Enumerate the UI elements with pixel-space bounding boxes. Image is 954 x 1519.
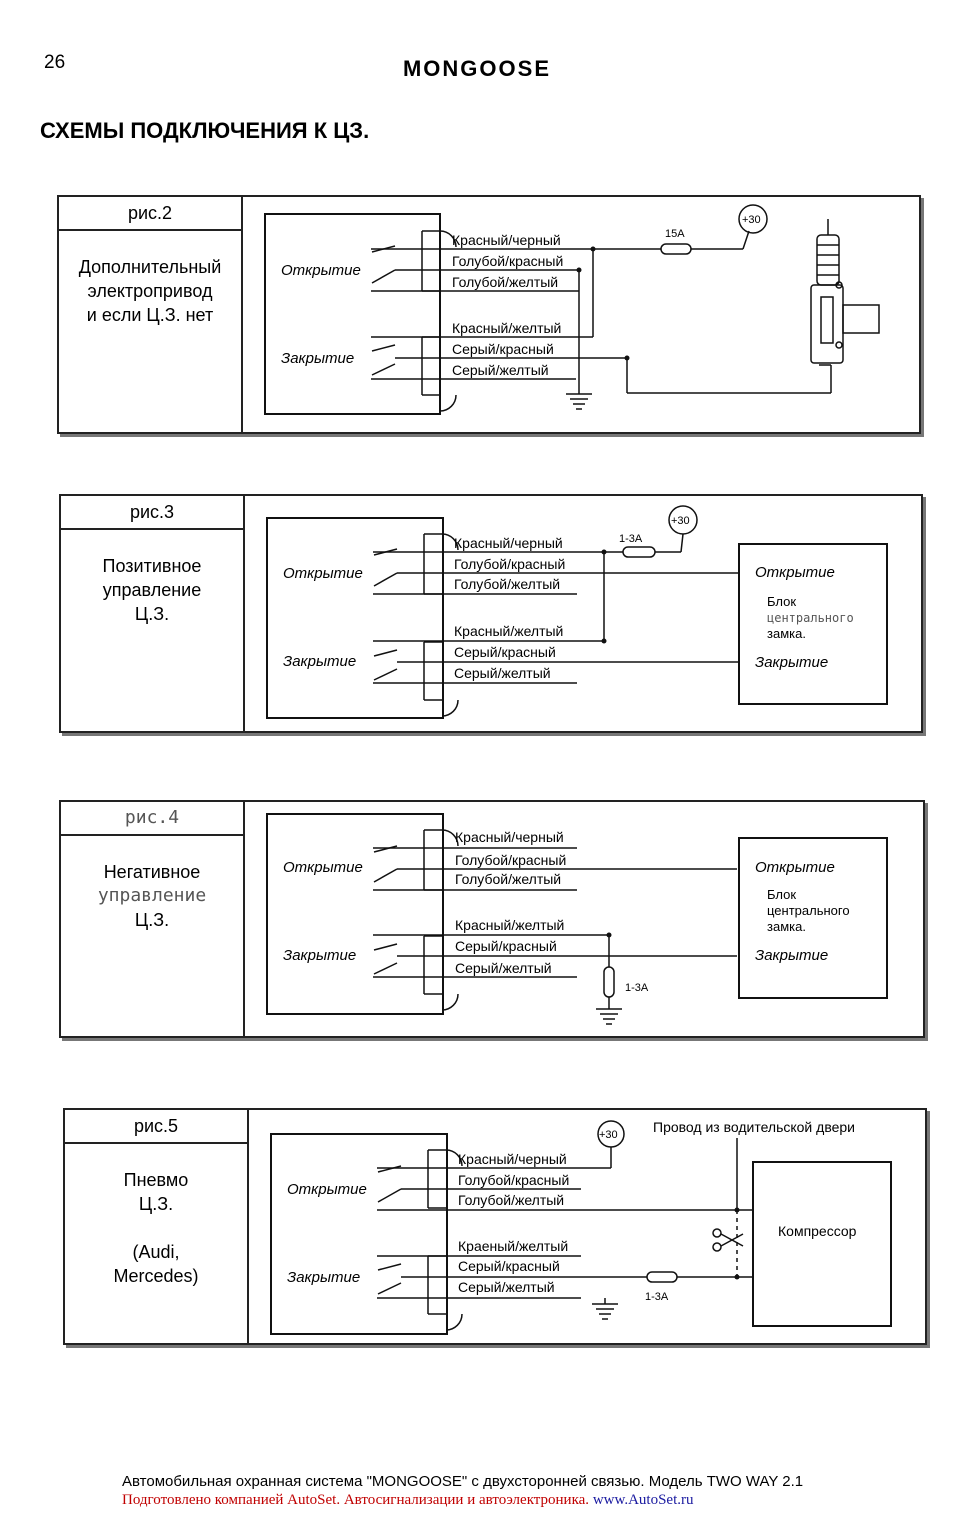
fig2-wire-2: Голубой/желтый (452, 274, 558, 290)
fig3-open-label: Открытие (283, 565, 363, 582)
fig3-panel: рис.3 Позитивное управление Ц.З. (59, 494, 923, 733)
fig2-fuse-label: 15А (665, 228, 685, 240)
fig5-cut-icon (712, 1228, 744, 1252)
footer-credit-line: Подготовлено компанией AutoSet. Автосигн… (122, 1492, 694, 1509)
fig2-label: рис.2 (59, 197, 241, 231)
fig4-lock-block (738, 837, 888, 999)
fig5-door-wire-label: Провод из водительской двери (653, 1119, 855, 1135)
fig5-panel: рис.5 Пневмо Ц.З. (Audi, Mercedes) (63, 1108, 927, 1345)
fig4-desc-line-1: Негативное (103, 862, 201, 882)
fig3-close-label: Закрытие (283, 653, 356, 670)
fig3-block-name-1: Блок (767, 594, 796, 609)
fig3-block-name-3: замка. (767, 626, 806, 641)
fig5-close-label: Закрытие (287, 1269, 360, 1286)
fig5-wire-5: Серый/желтый (458, 1279, 555, 1295)
fig3-block-close: Закрытие (755, 654, 828, 671)
fig4-block-close: Закрытие (755, 947, 828, 964)
fig4-wire-2: Голубой/желтый (455, 871, 561, 887)
fig4-wiring-diagram: Открытие Закрытие Красный/черный Голубой… (266, 813, 888, 1025)
fig4-description: Негативное управление Ц.З. (61, 860, 243, 932)
fig3-block-name-2: центрального (767, 611, 854, 625)
fig4-block-open: Открытие (755, 859, 835, 876)
fig2-close-label: Закрытие (281, 350, 354, 367)
fig5-wire-4: Серый/красный (458, 1258, 560, 1274)
fig5-wiring-diagram: Открытие Закрытие Красный/черный Голубой… (270, 1119, 892, 1335)
fig4-wire-4: Серый/красный (455, 938, 557, 954)
fig3-wire-5: Серый/желтый (454, 665, 551, 681)
fig5-wire-2: Голубой/желтый (458, 1192, 564, 1208)
fig4-close-label: Закрытие (283, 947, 356, 964)
fig4-label: рис.4 (61, 802, 243, 836)
fig3-lock-block (738, 543, 888, 705)
fig4-desc-line-3: Ц.З. (134, 910, 170, 930)
fig5-compressor-block (752, 1161, 892, 1327)
fig5-caption-cell: рис.5 Пневмо Ц.З. (Audi, Mercedes) (65, 1110, 249, 1343)
fig2-wire-3: Красный/желтый (452, 320, 561, 336)
fig2-wiring-diagram: Открытие Закрытие Красный/черный Голубой… (264, 204, 880, 415)
fig4-block-name-1: Блок (767, 887, 796, 902)
fig4-caption-cell: рис.4 Негативное управление Ц.З. (61, 802, 245, 1036)
fig5-supply-label: +30 (599, 1129, 618, 1141)
fig4-wire-1: Голубой/красный (455, 852, 566, 868)
fig5-fuse-label: 1-3А (645, 1291, 669, 1303)
fig2-wire-5: Серый/желтый (452, 362, 549, 378)
fig3-wiring-diagram: Открытие Закрытие Красный/черный Голубой… (266, 505, 888, 719)
fig3-description: Позитивное управление Ц.З. (102, 556, 202, 624)
fig2-wire-1: Голубой/красный (452, 253, 563, 269)
fig5-open-label: Открытие (287, 1181, 367, 1198)
fig3-wire-1: Голубой/красный (454, 556, 565, 572)
fig4-wire-5: Серый/желтый (455, 960, 552, 976)
fig5-wire-0: Красный/черный (458, 1151, 567, 1167)
fig4-fuse-label: 1-3А (625, 982, 649, 994)
fig3-wire-0: Красный/черный (454, 535, 563, 551)
fig3-wire-3: Красный/желтый (454, 623, 563, 639)
fig2-actuator (810, 219, 880, 364)
page-heading: СХЕМЫ ПОДКЛЮЧЕНИЯ К ЦЗ. (40, 118, 370, 143)
fig5-wire-3: Краеный/желтый (458, 1238, 568, 1254)
fig4-alarm-unit (266, 813, 444, 1015)
fig5-alarm-unit (270, 1133, 448, 1335)
fig5-label: рис.5 (65, 1110, 247, 1144)
fig2-alarm-unit (264, 213, 441, 415)
footer-product-line: Автомобильная охранная система "MONGOOSE… (122, 1473, 804, 1490)
fig3-wire-4: Серый/красный (454, 644, 556, 660)
fig2-description: Дополнительный электропривод и если Ц.З.… (78, 257, 222, 325)
fig5-wire-1: Голубой/красный (458, 1172, 569, 1188)
fig2-caption-cell: рис.2 Дополнительный электропривод и есл… (59, 197, 243, 432)
fig4-desc-line-2: управление (97, 885, 207, 906)
fig3-caption-cell: рис.3 Позитивное управление Ц.З. (61, 496, 245, 731)
fig3-fuse-label: 1-3А (619, 533, 643, 545)
fig4-wire-3: Красный/желтый (455, 917, 564, 933)
fig4-block-name-3: замка. (767, 919, 806, 934)
footer-url-link[interactable]: www.AutoSet.ru (592, 1492, 694, 1508)
fig3-wire-2: Голубой/желтый (454, 576, 560, 592)
page-number: 26 (44, 52, 66, 73)
footer-credit-text: Подготовлено компанией AutoSet. Автосигн… (122, 1492, 590, 1508)
fig5-compressor-label: Компрессор (778, 1223, 857, 1239)
fig4-open-label: Открытие (283, 859, 363, 876)
fig2-open-label: Открытие (281, 262, 361, 279)
fig2-wire-4: Серый/красный (452, 341, 554, 357)
fig2-wire-0: Красный/черный (452, 232, 561, 248)
fig3-supply-label: +30 (671, 515, 690, 527)
fig2-panel: рис.2 Дополнительный электропривод и есл… (57, 195, 921, 434)
fig4-wire-0: Красный/черный (455, 829, 564, 845)
fig4-block-name-2: центрального (767, 903, 850, 918)
fig3-block-open: Открытие (755, 564, 835, 581)
fig5-description: Пневмо Ц.З. (Audi, Mercedes) (113, 1170, 199, 1286)
fig2-supply-label: +30 (742, 214, 761, 226)
brand-title: MONGOOSE (402, 56, 551, 81)
fig3-label: рис.3 (61, 496, 243, 530)
fig3-alarm-unit (266, 517, 444, 719)
fig4-panel: рис.4 Негативное управление Ц.З. (59, 800, 925, 1038)
